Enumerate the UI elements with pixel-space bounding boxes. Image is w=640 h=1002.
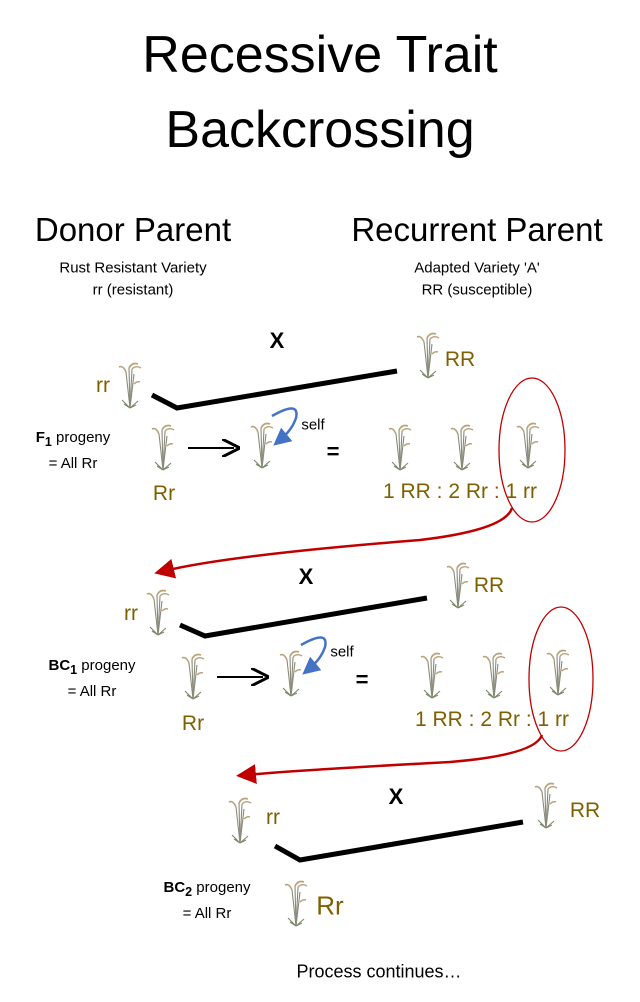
wheat-plant-icon bbox=[546, 649, 570, 696]
wheat-plant-icon bbox=[482, 652, 506, 699]
progeny-genotype: Rr bbox=[152, 482, 176, 505]
donor-variety: Rust Resistant Variety bbox=[59, 259, 207, 277]
wheat-plant-icon bbox=[284, 880, 308, 927]
title-line-2: Backcrossing bbox=[165, 101, 475, 159]
progeny-genotype: Rr bbox=[181, 712, 205, 735]
equals-sign: = bbox=[355, 667, 369, 692]
wheat-plant-icon bbox=[534, 782, 558, 829]
progeny-label: BC2 progeny= All Rr bbox=[163, 879, 251, 922]
recurrent-genotype-label: RR bbox=[569, 799, 601, 822]
cross-symbol: X bbox=[298, 564, 314, 589]
wheat-plant-icon bbox=[146, 589, 170, 636]
title-line-1: Recessive Trait bbox=[142, 26, 498, 84]
wheat-plant-icon bbox=[450, 424, 474, 471]
progeny-label: F1 progeny= All Rr bbox=[35, 429, 111, 472]
wheat-plant-icon bbox=[416, 332, 440, 379]
wheat-plant-icon bbox=[181, 653, 205, 700]
wheat-plant-icon bbox=[151, 424, 175, 471]
equals-sign: = bbox=[326, 439, 340, 464]
cross-line-2 bbox=[178, 595, 428, 639]
cross-symbol: X bbox=[269, 328, 285, 353]
wheat-plant-icon bbox=[250, 422, 274, 469]
wheat-plant-icon bbox=[516, 422, 540, 469]
segregation-ratio: 1 RR : 2 Rr : 1 rr bbox=[382, 480, 538, 503]
cross-symbol: X bbox=[388, 784, 404, 809]
recurrent-variety: Adapted Variety 'A' bbox=[414, 259, 540, 277]
footer-note: Process continues… bbox=[296, 961, 462, 982]
self-arrow-1 bbox=[271, 407, 298, 446]
donor-genotype: rr (resistant) bbox=[92, 281, 174, 299]
wheat-plant-icon bbox=[388, 424, 412, 471]
selection-ellipse-2 bbox=[528, 606, 594, 752]
wheat-plant-icon bbox=[420, 652, 444, 699]
segregation-ratio: 1 RR : 2 Rr : 1 rr bbox=[414, 708, 570, 731]
selection-arrow-2 bbox=[236, 734, 544, 785]
cross-line-1 bbox=[150, 368, 398, 411]
self-label: self bbox=[330, 643, 354, 661]
progeny-genotype: Rr bbox=[316, 890, 344, 921]
selection-arrow-1 bbox=[154, 507, 514, 579]
wheat-plant-icon bbox=[279, 650, 303, 697]
wheat-plant-icon bbox=[228, 797, 252, 844]
self-label: self bbox=[301, 416, 325, 434]
recurrent-genotype: RR (susceptible) bbox=[421, 281, 533, 299]
progeny-label: BC1 progeny= All Rr bbox=[48, 657, 136, 700]
recurrent-heading: Recurrent Parent bbox=[351, 211, 603, 248]
donor-genotype-label: rr bbox=[266, 806, 280, 829]
self-arrow-2 bbox=[300, 636, 327, 675]
wheat-plant-icon bbox=[446, 562, 470, 609]
cross-line-3 bbox=[273, 819, 524, 863]
selection-ellipse-1 bbox=[498, 377, 566, 523]
recurrent-genotype-label: RR bbox=[444, 348, 476, 371]
wheat-plant-icon bbox=[118, 362, 142, 409]
recurrent-genotype-label: RR bbox=[473, 574, 505, 597]
donor-genotype-label: rr bbox=[124, 602, 138, 625]
donor-genotype-label: rr bbox=[96, 374, 110, 397]
donor-heading: Donor Parent bbox=[34, 211, 232, 248]
